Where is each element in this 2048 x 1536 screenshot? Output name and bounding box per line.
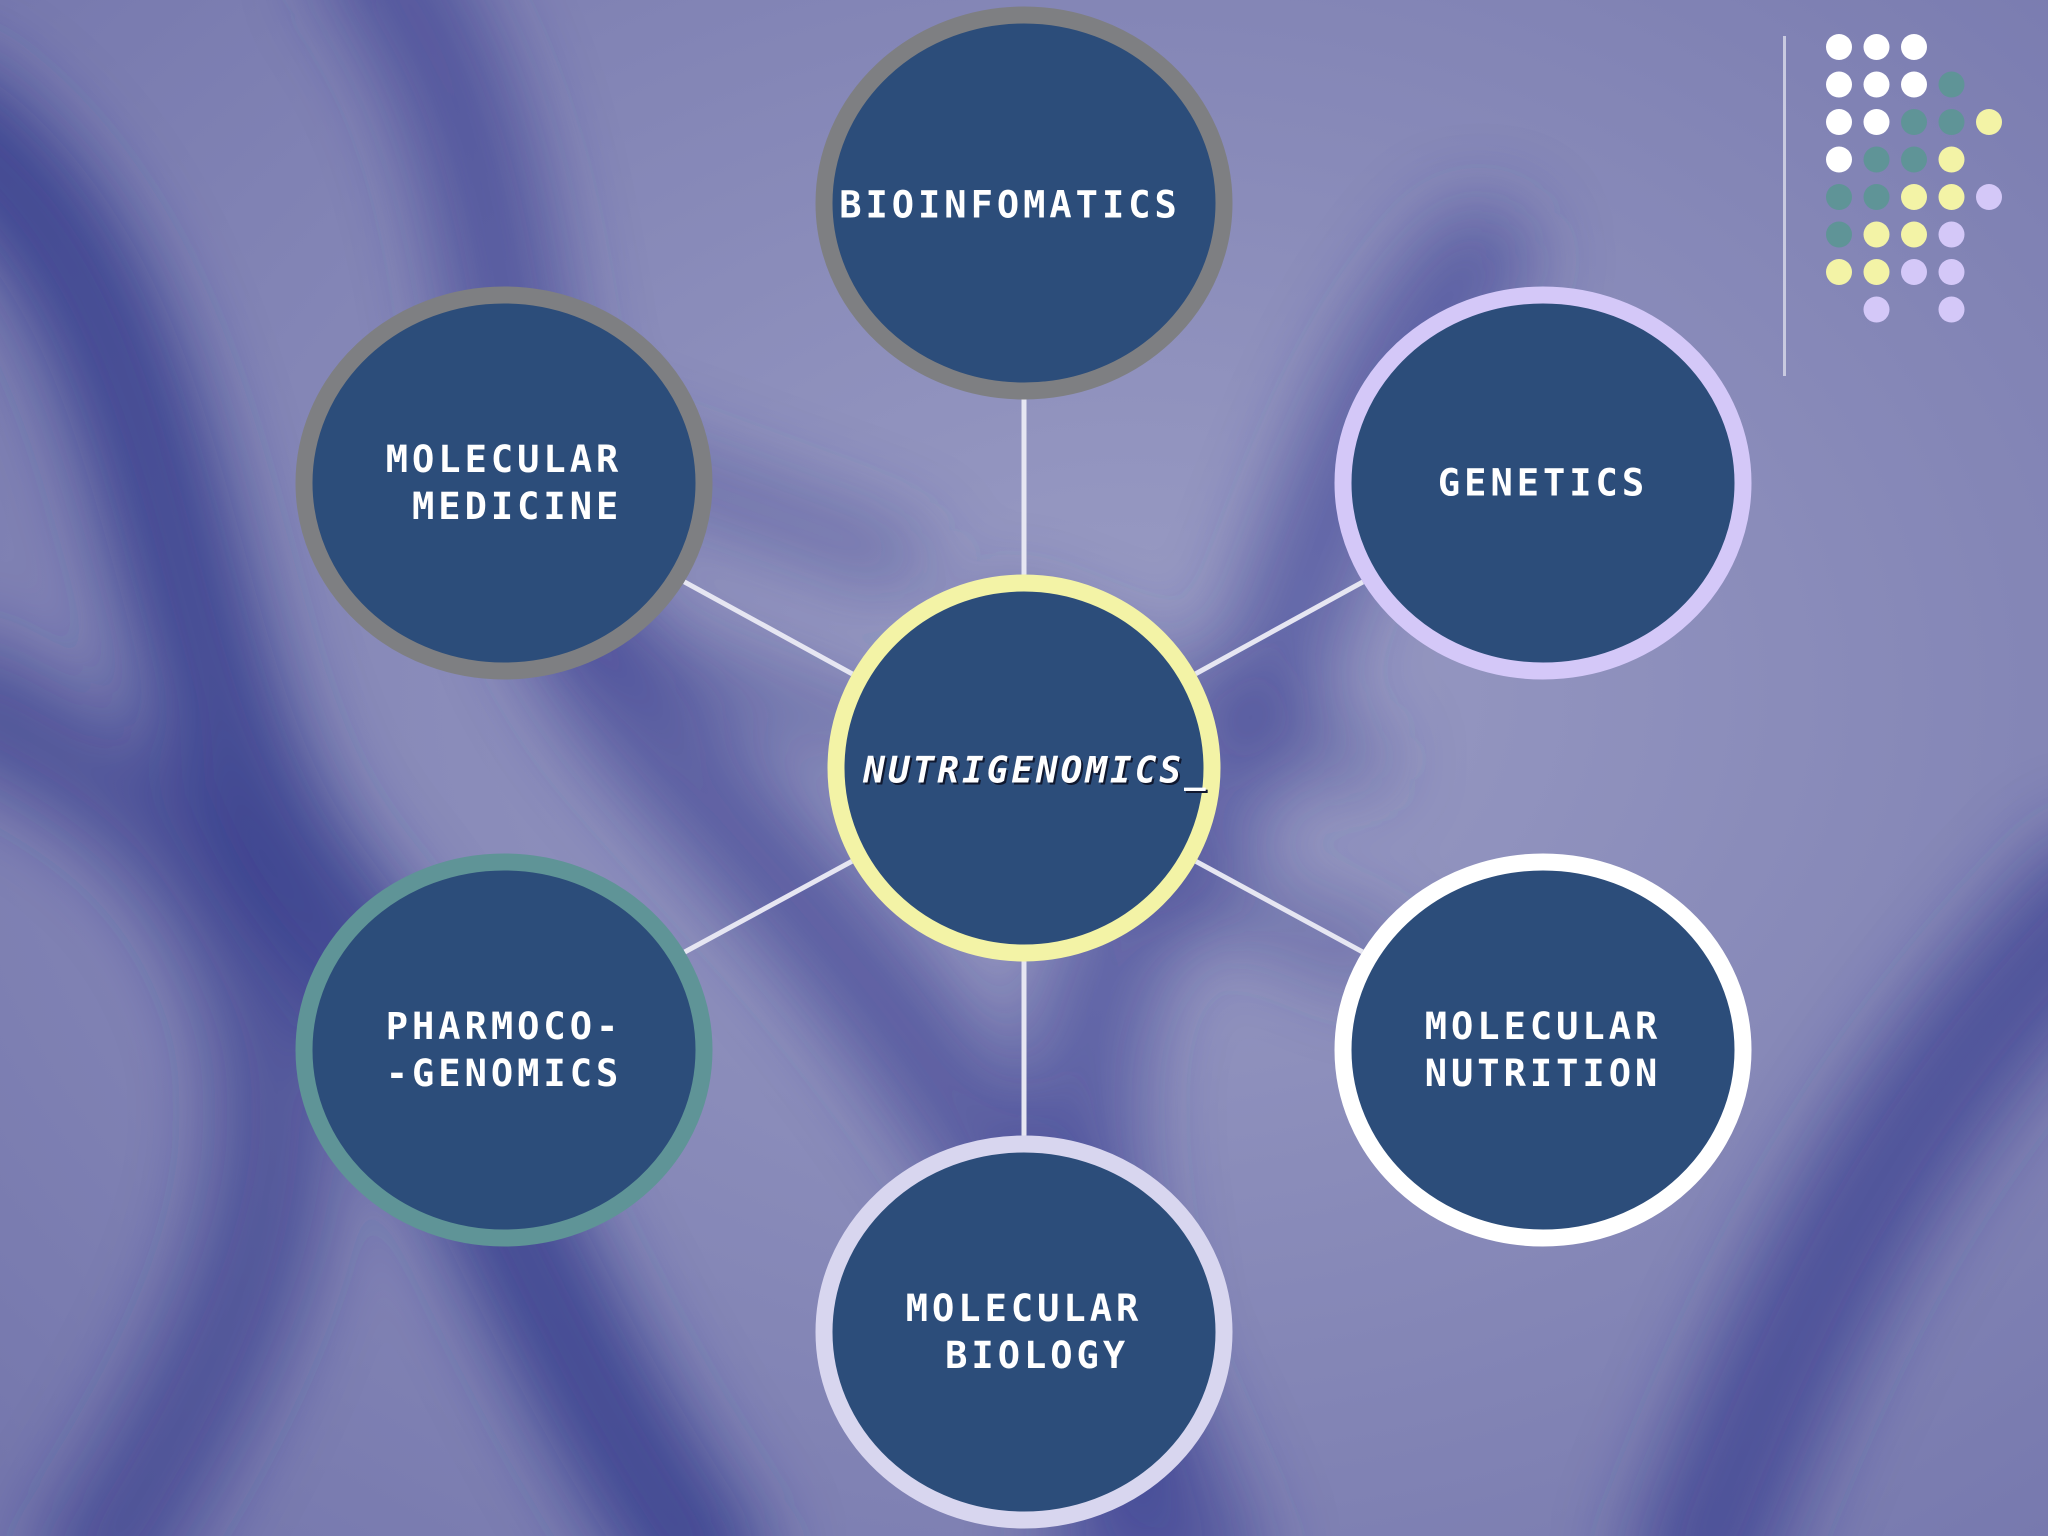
decor-dot-teal: [1901, 109, 1927, 135]
node-label-genetics: GENETICS: [1437, 461, 1649, 505]
decor-dot-yellow: [1938, 146, 1965, 173]
node-circle-nutrigenomics: [827, 574, 1221, 962]
node-label-bioinformatics: BIOINFOMATICS: [839, 183, 1181, 227]
decor-dot-white: [1863, 71, 1890, 98]
decor-dot-lavender: [1901, 259, 1927, 285]
node-circle-genetics: [1334, 286, 1752, 680]
divider-line: [1783, 36, 1786, 376]
decor-dot-white: [1863, 109, 1890, 135]
node-circle-pharmacogenomics: [295, 853, 713, 1247]
decor-dot-yellow: [1863, 221, 1890, 248]
node-label-pharmacogenomics: PHARMOCO- -GENOMICS: [385, 1005, 623, 1095]
decor-dot-white: [1826, 109, 1852, 135]
node-circle-molecular-nutrition: [1334, 853, 1752, 1247]
decor-dot-teal: [1938, 109, 1965, 135]
connector-genetics: [1194, 579, 1365, 676]
node-label-molecular-nutrition: MOLECULAR NUTRITION: [1424, 1005, 1662, 1095]
connector-molecular-medicine: [683, 579, 854, 677]
decor-dot-yellow: [1826, 259, 1852, 285]
node-circle-molecular-biology: [815, 1135, 1233, 1529]
node-circle-molecular-medicine: [295, 286, 713, 680]
decor-dot-teal: [1863, 146, 1890, 173]
decor-dot-white: [1826, 146, 1852, 173]
decor-dot-teal: [1826, 184, 1852, 210]
decor-dot-white: [1826, 71, 1852, 98]
decor-dot-teal: [1938, 71, 1965, 98]
node-label-nutrigenomics: NUTRIGENOMICS_: [863, 750, 1209, 792]
decor-dot-teal: [1826, 221, 1852, 248]
node-label-molecular-medicine: MOLECULAR MEDICINE: [385, 438, 623, 528]
decor-dot-teal: [1901, 146, 1927, 173]
node-circle-bioinformatics: [815, 6, 1233, 400]
decor-dot-yellow: [1901, 221, 1927, 248]
decor-dot-lavender: [1863, 296, 1890, 323]
decor-dot-yellow: [1976, 109, 2002, 135]
decor-dot-white: [1863, 34, 1890, 60]
decor-dot-teal: [1863, 184, 1890, 210]
decor-dot-white: [1901, 34, 1927, 60]
decor-dot-yellow: [1901, 184, 1927, 210]
decor-dot-lavender: [1938, 259, 1965, 285]
decor-dot-white: [1826, 34, 1852, 60]
decor-dot-white: [1901, 71, 1927, 98]
decor-dot-yellow: [1863, 259, 1890, 285]
node-label-molecular-biology: MOLECULAR BIOLOGY: [905, 1287, 1143, 1377]
decor-dot-lavender: [1938, 221, 1965, 248]
connector-molecular-nutrition: [1194, 859, 1364, 955]
decor-dot-yellow: [1938, 184, 1965, 210]
connector-pharmacogenomics: [683, 859, 854, 955]
decor-dot-lavender: [1976, 184, 2002, 210]
decor-dot-lavender: [1938, 296, 1965, 323]
